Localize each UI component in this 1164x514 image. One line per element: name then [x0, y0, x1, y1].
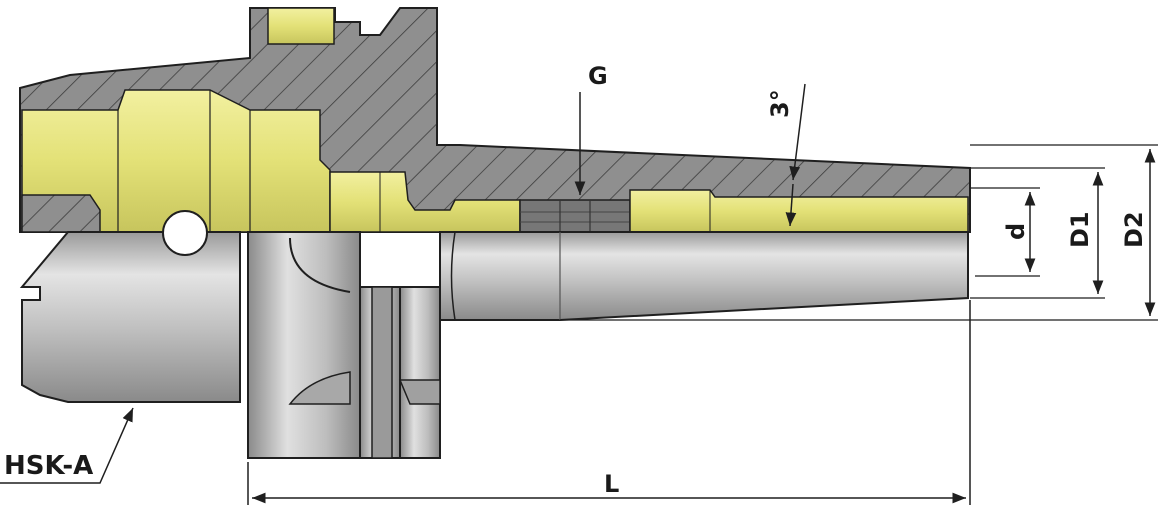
brass-bore-right [629, 189, 969, 233]
drive-hole [162, 210, 208, 256]
angle-leader-lower [785, 183, 797, 227]
flange [247, 231, 361, 459]
thread-label: G [588, 62, 608, 90]
hsk-leader [0, 407, 134, 484]
collar [399, 286, 441, 459]
thread-insert [519, 199, 631, 233]
top-slot [267, 7, 335, 45]
bore-label: d [1002, 223, 1030, 240]
angle-label: 3° [766, 89, 794, 118]
angle-leader-upper [789, 83, 806, 181]
hsk-label: HSK-A [4, 451, 93, 481]
d1-label: D1 [1066, 211, 1094, 248]
length-label: L [604, 470, 619, 498]
shrink-nose [439, 231, 969, 321]
d2-label: D2 [1120, 211, 1148, 248]
brass-bore-mid [329, 171, 521, 233]
hsk-taper [19, 231, 241, 403]
